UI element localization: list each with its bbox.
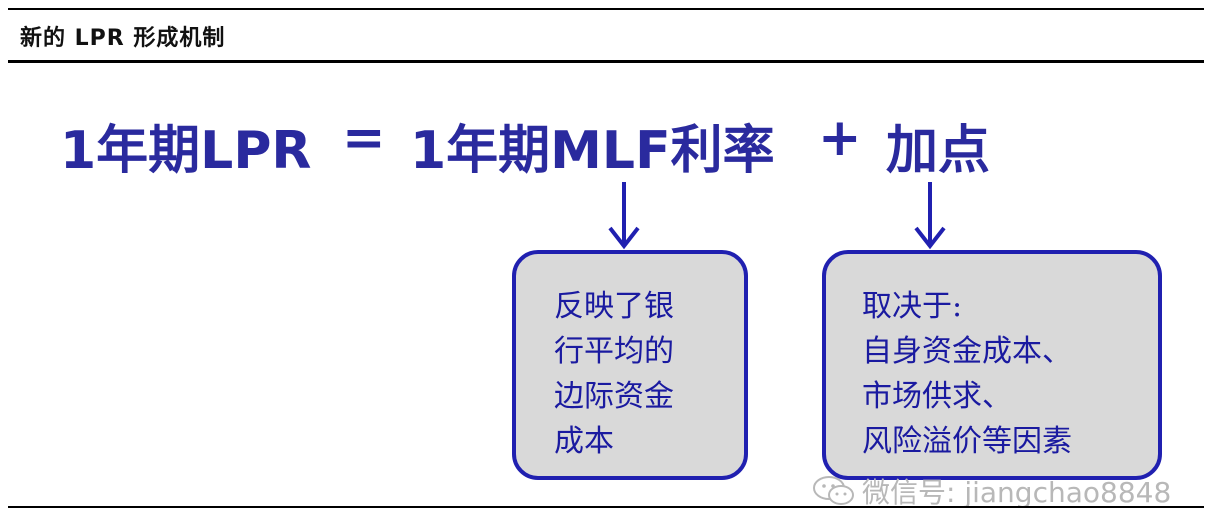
formula-lpr: 1年期LPR <box>60 121 312 181</box>
mlf-box-line: 成本 <box>554 424 614 459</box>
spread-explanation-box: 取决于: 自身资金成本、 市场供求、 风险溢价等因素 <box>822 250 1162 480</box>
spread-box-line: 风险溢价等因素 <box>862 424 1072 459</box>
mlf-box-line: 反映了银 <box>554 289 674 324</box>
formula-mlf-rate: 1年期MLF利率 <box>410 121 775 181</box>
mlf-box-line: 边际资金 <box>554 379 674 414</box>
wechat-icon <box>813 476 854 505</box>
spread-box-line: 取决于: <box>862 289 963 324</box>
bottom-rule <box>8 506 1204 508</box>
page-title: 新的 LPR 形成机制 <box>20 26 226 51</box>
spread-box-line: 市场供求、 <box>862 379 1012 414</box>
spread-box-line: 自身资金成本、 <box>862 334 1072 369</box>
arrow-down-icon-left <box>608 182 640 250</box>
formula-plus: + <box>818 108 862 168</box>
top-rule <box>8 8 1204 10</box>
watermark: 微信号: jiangchao8848 <box>812 474 1172 509</box>
mlf-box-line: 行平均的 <box>554 334 674 369</box>
header-rule <box>8 60 1204 63</box>
watermark-text: 微信号: jiangchao8848 <box>862 476 1172 509</box>
formula-equals: = <box>342 108 386 168</box>
arrow-down-icon-right <box>914 182 946 250</box>
formula-spread: 加点 <box>886 121 991 181</box>
mlf-explanation-box: 反映了银 行平均的 边际资金 成本 <box>512 250 748 480</box>
